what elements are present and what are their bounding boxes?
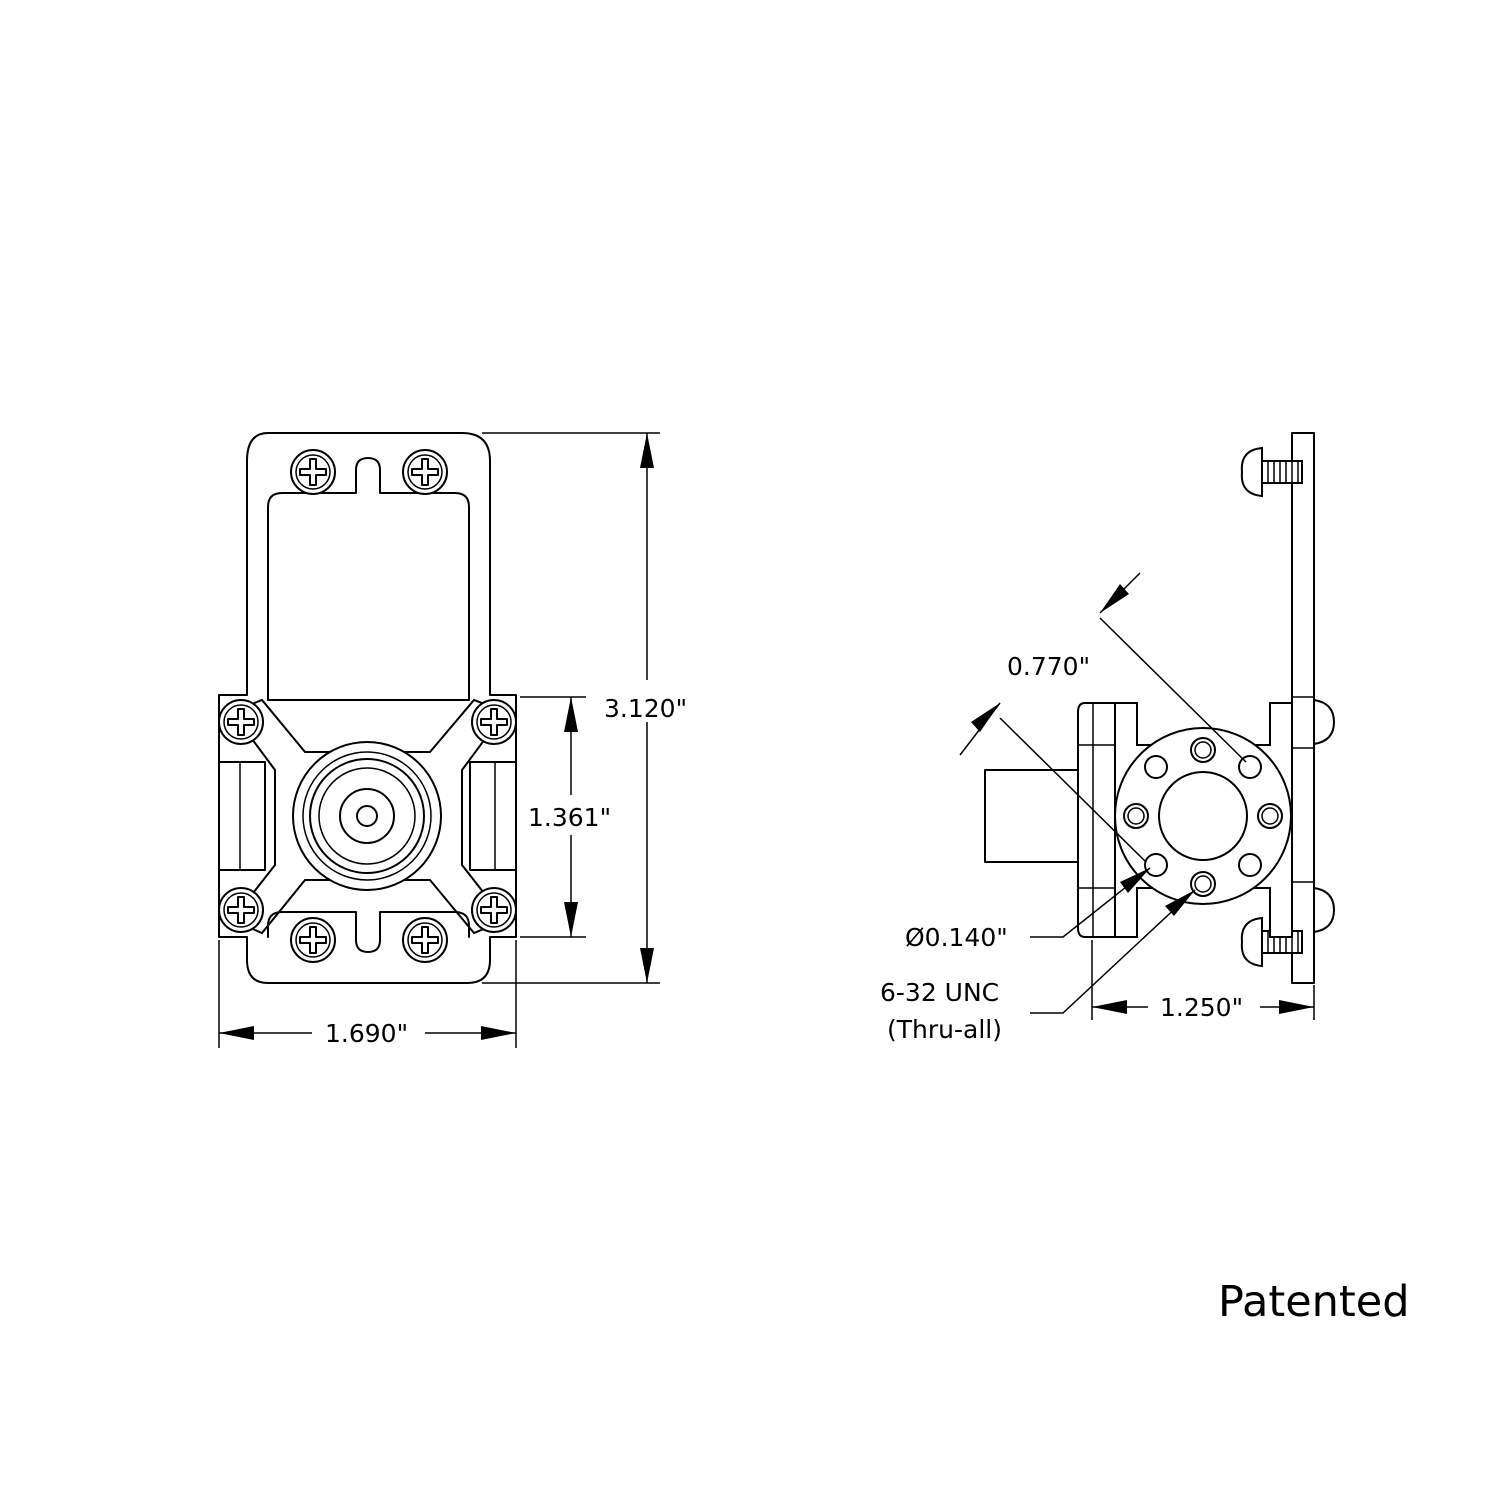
screw-mid-right-lower (471, 887, 517, 933)
clearance-hole-lower-right (1238, 853, 1262, 877)
bracket-inner-window (267, 457, 470, 701)
output-hub (292, 741, 442, 891)
patented-note: Patented (1218, 1277, 1410, 1327)
screw-mid-right-upper (471, 699, 517, 745)
side-dimensions: 0.770" Ø0.140" 6-32 UNC (Thru-all) 1.250… (880, 572, 1315, 1044)
side-screw-bottom (1240, 916, 1303, 968)
thread-hole-bottom (1190, 871, 1216, 897)
bolt-circle-dimension-label: 0.770" (1007, 652, 1090, 681)
depth-dimension-label: 1.250" (1160, 993, 1243, 1022)
thread-spec-label-line1: 6-32 UNC (880, 978, 999, 1007)
screw-top-right (402, 449, 448, 495)
bracket-plate-outline (218, 432, 517, 984)
side-flange (1077, 702, 1116, 938)
side-view (984, 432, 1336, 984)
screw-bottom-left (290, 917, 336, 963)
thread-hole-top (1190, 737, 1216, 763)
center-bore (1158, 771, 1248, 861)
width-dimension-label: 1.690" (325, 1019, 408, 1048)
front-dimensions: 3.120" 1.361" 1.690" (218, 432, 687, 1048)
screw-mid-left-upper (218, 699, 264, 745)
servo-side-block-right (469, 761, 517, 871)
height-dimension-label: 3.120" (604, 694, 687, 723)
hole-diameter-label: Ø0.140" (905, 923, 1008, 952)
thread-hole-right (1257, 803, 1283, 829)
screw-mid-left-lower (218, 887, 264, 933)
screw-bottom-right (402, 917, 448, 963)
front-view (218, 432, 517, 984)
clearance-hole-upper-left (1144, 755, 1168, 779)
side-plate (1291, 432, 1315, 984)
hole-spacing-dimension-label: 1.361" (528, 803, 611, 832)
side-screw-top (1240, 446, 1303, 498)
servo-side-block-left (218, 761, 266, 871)
clearance-hole-upper-right (1238, 755, 1262, 779)
servo-body-stub (984, 769, 1086, 863)
circular-flange (1114, 727, 1292, 905)
screw-top-left (290, 449, 336, 495)
clearance-hole-lower-left (1144, 853, 1168, 877)
thread-spec-label-line2: (Thru-all) (887, 1015, 1002, 1044)
thread-hole-left (1123, 803, 1149, 829)
